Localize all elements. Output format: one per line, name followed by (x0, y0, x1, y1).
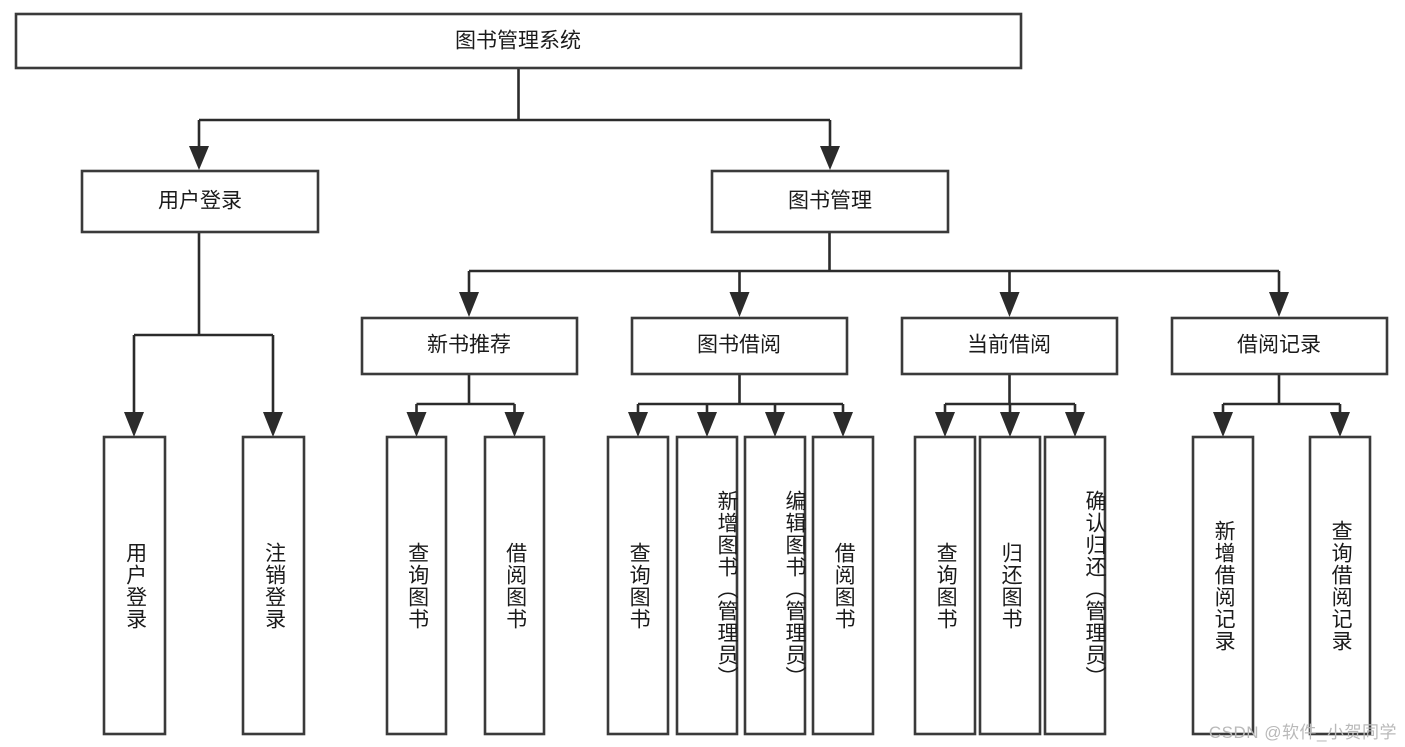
arrow-head-icon (1000, 412, 1020, 437)
connector-group-root (189, 68, 840, 170)
node-box-leaf-borrow-book-bb[interactable] (811, 435, 875, 736)
node-label-book-manage: 图书管理 (788, 190, 872, 213)
arrow-head-icon (124, 412, 144, 437)
arrow-head-icon (820, 146, 840, 170)
node-box-leaf-logout[interactable] (241, 435, 306, 736)
node-box-leaf-add-book[interactable] (675, 435, 739, 736)
node-label-current-borrow: 当前借阅 (967, 334, 1051, 357)
node-box-root[interactable] (14, 12, 1023, 70)
node-box-user-login[interactable] (80, 169, 320, 234)
node-label-book-borrow: 图书借阅 (697, 334, 781, 357)
connector-group-borrow-record (1213, 374, 1350, 437)
arrow-head-icon (628, 412, 648, 437)
node-box-leaf-return-book[interactable] (978, 435, 1042, 736)
arrow-head-icon (1065, 412, 1085, 437)
node-box-book-manage[interactable] (710, 169, 950, 234)
connector-group-current-borrow (935, 374, 1085, 437)
watermark-text: CSDN @软件_小贺同学 (1208, 723, 1397, 742)
arrow-head-icon (406, 412, 427, 437)
arrow-head-icon (935, 412, 955, 437)
arrow-head-icon (729, 292, 750, 317)
node-box-leaf-search-record[interactable] (1308, 435, 1372, 736)
arrow-head-icon (833, 412, 853, 437)
arrow-head-icon (999, 292, 1020, 317)
node-label-borrow-record: 借阅记录 (1237, 334, 1321, 357)
arrow-head-icon (765, 412, 785, 437)
node-label-root: 图书管理系统 (455, 30, 581, 53)
node-box-leaf-user-login[interactable] (102, 435, 167, 736)
arrow-head-icon (504, 412, 525, 437)
node-box-leaf-add-record[interactable] (1191, 435, 1255, 736)
node-box-borrow-record[interactable] (1170, 316, 1389, 376)
node-label-new-book: 新书推荐 (427, 334, 511, 357)
node-box-leaf-borrow-book-nb[interactable] (483, 435, 546, 736)
connector-group-book-manage (459, 232, 1289, 317)
connector-group-new-book (406, 374, 525, 437)
node-box-leaf-search-book-bb[interactable] (606, 435, 670, 736)
node-box-leaf-search-book-cb[interactable] (913, 435, 977, 736)
arrow-head-icon (1330, 412, 1350, 437)
node-box-book-borrow[interactable] (630, 316, 849, 376)
connector-group-user-login (124, 232, 283, 437)
node-box-new-book[interactable] (360, 316, 579, 376)
arrow-head-icon (459, 292, 479, 317)
connector-group-book-borrow (628, 374, 853, 437)
node-box-leaf-edit-book[interactable] (743, 435, 807, 736)
arrow-head-icon (697, 412, 717, 437)
node-label-user-login: 用户登录 (158, 190, 242, 213)
node-box-leaf-confirm-return[interactable] (1043, 435, 1107, 736)
arrow-head-icon (1269, 292, 1289, 317)
arrow-head-icon (189, 146, 209, 170)
arrow-head-icon (263, 412, 283, 437)
arrow-head-icon (1213, 412, 1233, 437)
node-box-current-borrow[interactable] (900, 316, 1119, 376)
node-box-leaf-search-book-nb[interactable] (385, 435, 448, 736)
